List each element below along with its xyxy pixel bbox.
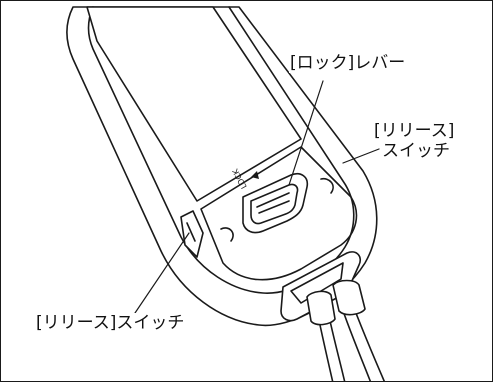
lower-panel xyxy=(200,146,358,281)
lock-lever-housing xyxy=(242,172,309,234)
lock-lever-grip-2 xyxy=(258,200,290,214)
release-switch-right-callout-line2: スイッチ xyxy=(382,141,450,161)
release-switch-right-callout: [リリース] スイッチ xyxy=(373,121,455,161)
lock-lever-grip-1 xyxy=(256,192,290,208)
lock-lever-slider xyxy=(250,183,299,225)
panel-notch-left xyxy=(220,227,234,242)
connector-housing-inner xyxy=(290,262,344,304)
lock-arrow-icon xyxy=(251,171,259,179)
device-screen xyxy=(86,6,302,202)
release-switch-right-callout-line1: [リリース] xyxy=(374,121,455,141)
panel-notch-right xyxy=(320,177,334,194)
lock-lever-callout: [ロック]レバー xyxy=(289,53,407,73)
cable-plug-2 xyxy=(332,279,366,316)
leader-lock-lever xyxy=(288,80,324,186)
release-switch-left-inner xyxy=(186,222,196,242)
leader-release-right xyxy=(342,148,380,164)
release-switch-left-callout: [リリース]スイッチ xyxy=(35,313,186,333)
leader-release-left xyxy=(134,232,190,314)
device-bezel xyxy=(87,6,355,294)
cable-plug-1 xyxy=(306,290,336,326)
